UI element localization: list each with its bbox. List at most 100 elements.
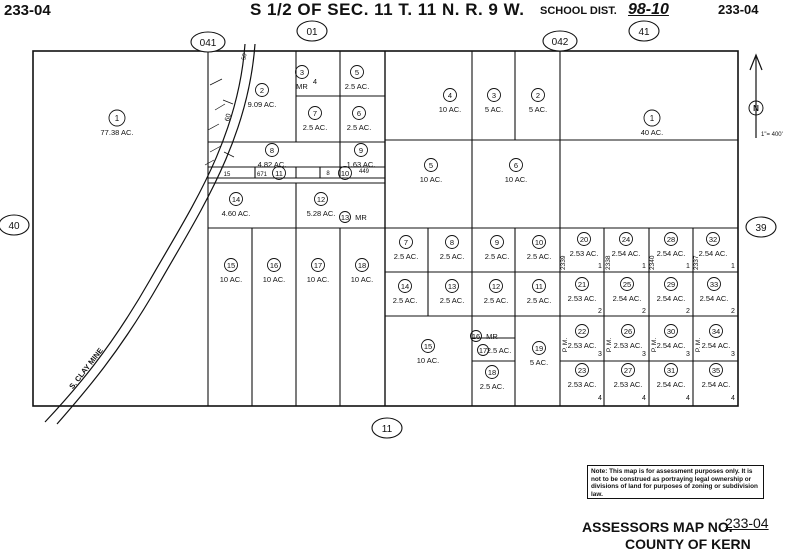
parcel-area: 2.54 AC. bbox=[702, 341, 731, 350]
parcel-number: 11 bbox=[535, 282, 543, 291]
parcel-circle bbox=[709, 324, 723, 338]
parcel-circle bbox=[224, 258, 238, 272]
parcel-area: 2.5 AC. bbox=[527, 252, 552, 261]
lot-number: 2 bbox=[731, 308, 735, 315]
book-number-circle bbox=[628, 20, 660, 42]
parcel-number: 11 bbox=[275, 169, 283, 178]
lot-number: 1 bbox=[686, 263, 690, 270]
parcel-number: 18 bbox=[488, 368, 496, 377]
parcel-circle bbox=[707, 277, 721, 291]
book-number: 041 bbox=[200, 38, 217, 49]
parcel-number: 5 bbox=[355, 68, 359, 77]
parcel-area: 10 AC. bbox=[439, 105, 462, 114]
parcel-circle bbox=[531, 88, 545, 102]
parcel-area: 2.54 AC. bbox=[612, 249, 641, 258]
book-number: 042 bbox=[552, 37, 569, 48]
parcel-area: 10 AC. bbox=[263, 275, 286, 284]
parcel-area: 2.5 AC. bbox=[347, 123, 372, 132]
parcel-area: 2.5 AC. bbox=[345, 82, 370, 91]
parcel-area: 2.53 AC. bbox=[568, 341, 597, 350]
parcel-circle bbox=[664, 363, 678, 377]
parcel-area: 5 AC. bbox=[529, 105, 547, 114]
lot-number: 1 bbox=[598, 263, 602, 270]
parcel-circle bbox=[399, 235, 413, 249]
parcel-map-label: P. M. bbox=[562, 338, 569, 353]
parcel-circle bbox=[489, 279, 503, 293]
parcel-area: 10 AC. bbox=[307, 275, 330, 284]
parcel-number: 10 bbox=[341, 169, 349, 178]
lot-number: 4 bbox=[731, 395, 735, 402]
parcel-area: 2.5 AC. bbox=[487, 346, 512, 355]
parcel-circle bbox=[575, 277, 589, 291]
north-arrow-icon bbox=[748, 53, 764, 138]
parcel-number: 9 bbox=[359, 146, 363, 155]
parcel-number: 13 bbox=[341, 213, 349, 222]
parcel-area: 2.54 AC. bbox=[613, 294, 642, 303]
parcel-area: 2.5 AC. bbox=[485, 252, 510, 261]
parcel-circle bbox=[619, 232, 633, 246]
parcel-number: 2 bbox=[536, 91, 540, 100]
parcel-circle bbox=[272, 166, 286, 180]
parcel-circle bbox=[421, 339, 435, 353]
parcel-number: 20 bbox=[580, 235, 588, 244]
parcel-area: 40 AC. bbox=[641, 128, 664, 137]
tract-number: 2338 bbox=[605, 255, 612, 270]
book-number-circle bbox=[542, 30, 578, 52]
parcel-circle bbox=[295, 65, 309, 79]
book-number: 11 bbox=[382, 424, 393, 435]
parcel-area: 5 AC. bbox=[530, 358, 548, 367]
parcel-area: 2.5 AC. bbox=[303, 123, 328, 132]
misc-label: 4 bbox=[313, 77, 317, 86]
parcel-circle bbox=[664, 277, 678, 291]
parcel-area: MR bbox=[355, 213, 367, 222]
parcel-area: MR bbox=[296, 82, 308, 91]
parcel-area: 2.53 AC. bbox=[614, 341, 643, 350]
parcel-area: 2.5 AC. bbox=[480, 382, 505, 391]
parcel-area: 2.54 AC. bbox=[700, 294, 729, 303]
book-number: 39 bbox=[755, 223, 767, 234]
parcel-number: 13 bbox=[448, 282, 456, 291]
parcel-circle bbox=[487, 88, 501, 102]
parcel-circle bbox=[532, 341, 546, 355]
parcel-area: 4.60 AC. bbox=[222, 209, 251, 218]
parcel-number: 33 bbox=[710, 280, 718, 289]
parcel-circle bbox=[509, 158, 523, 172]
book-number: 01 bbox=[306, 27, 318, 38]
parcel-number: 1 bbox=[115, 114, 120, 123]
parcel-circle bbox=[477, 344, 489, 356]
parcel-circle bbox=[445, 279, 459, 293]
parcel-circle bbox=[621, 324, 635, 338]
parcel-circle bbox=[643, 109, 661, 127]
misc-label: 449 bbox=[359, 169, 370, 175]
parcel-number: 1 bbox=[650, 114, 655, 123]
parcel-number: 35 bbox=[712, 366, 720, 375]
parcel-circle bbox=[338, 166, 352, 180]
parcel-area: 2.53 AC. bbox=[614, 380, 643, 389]
parcel-circle bbox=[311, 258, 325, 272]
road-width-a: 60 bbox=[224, 113, 233, 122]
parcel-circle bbox=[485, 365, 499, 379]
lot-number: 2 bbox=[686, 308, 690, 315]
parcel-area: 2.5 AC. bbox=[440, 296, 465, 305]
parcel-area: 2.54 AC. bbox=[657, 249, 686, 258]
lot-number: 4 bbox=[642, 395, 646, 402]
parcel-map-label: P. M. bbox=[695, 338, 702, 353]
book-number: 41 bbox=[638, 27, 650, 38]
parcel-number: 9 bbox=[495, 238, 499, 247]
parcel-circle bbox=[255, 83, 269, 97]
parcel-lines bbox=[32, 50, 739, 407]
clay-mine-road bbox=[44, 43, 256, 425]
parcel-circle bbox=[350, 65, 364, 79]
parcel-area: 4.82 AC. bbox=[258, 160, 287, 169]
lot-number: 2 bbox=[598, 308, 602, 315]
parcel-circle bbox=[314, 192, 328, 206]
parcel-number: 5 bbox=[429, 161, 433, 170]
parcel-number: 15 bbox=[424, 342, 432, 351]
parcel-map-label: P. M. bbox=[606, 338, 613, 353]
parcel-number: 18 bbox=[358, 261, 366, 270]
school-district-label: SCHOOL DIST. bbox=[540, 5, 617, 17]
parcel-number: 21 bbox=[578, 280, 586, 289]
parcel-circle bbox=[352, 106, 366, 120]
parcel-number: 6 bbox=[514, 161, 518, 170]
parcel-circle bbox=[490, 235, 504, 249]
